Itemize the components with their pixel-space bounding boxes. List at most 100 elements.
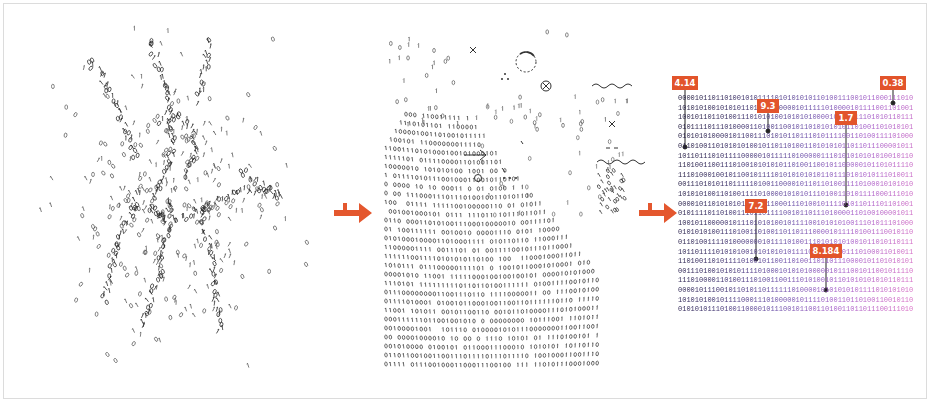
digit-mark (182, 121, 184, 126)
digit-mark (202, 230, 205, 235)
digit-mark (451, 310, 452, 314)
digit-mark (420, 158, 423, 162)
digit-mark (403, 362, 404, 366)
digit-mark (474, 125, 476, 129)
digit-mark (451, 319, 454, 323)
digit-mark (119, 109, 122, 114)
digit-mark (411, 220, 414, 224)
digit-mark (530, 247, 532, 251)
digit-mark (424, 327, 427, 331)
digit-mark (547, 281, 550, 285)
digit-mark (415, 167, 418, 171)
binary-row: 0101111011010011101101111001011011101000… (678, 209, 913, 219)
digit-mark (464, 240, 467, 244)
digit-mark (389, 155, 390, 159)
digit-mark (407, 344, 410, 348)
digit-mark (407, 157, 410, 161)
digit-mark (517, 345, 519, 349)
digit-mark (407, 56, 410, 60)
digit-mark (486, 310, 489, 314)
digit-mark (490, 363, 493, 367)
digit-mark (543, 353, 546, 357)
digit-mark (583, 361, 584, 365)
digit-mark (596, 278, 599, 282)
digit-mark (143, 250, 147, 255)
digit-mark (477, 160, 480, 164)
digit-mark (145, 188, 149, 193)
digit-mark (438, 142, 441, 146)
digit-mark (99, 66, 102, 71)
digit-mark (559, 118, 561, 122)
digit-mark (224, 200, 229, 205)
digit-mark (534, 336, 537, 340)
digit-mark (394, 344, 395, 348)
digit-mark (420, 363, 421, 367)
digit-mark (150, 204, 155, 209)
digit-mark (173, 186, 177, 191)
digit-mark (473, 310, 476, 314)
digit-mark (547, 263, 550, 267)
digit-mark (190, 124, 193, 129)
digit-mark (407, 300, 410, 304)
digit-mark (194, 150, 197, 155)
digit-mark (525, 336, 527, 340)
digit-mark (262, 187, 266, 192)
digit-mark (411, 273, 412, 277)
digit-mark (148, 51, 153, 56)
digit-mark (451, 204, 452, 208)
digit-mark (605, 205, 609, 210)
digit-mark (441, 114, 444, 118)
digit-mark (451, 354, 452, 358)
digit-mark (65, 105, 68, 109)
digit-mark (402, 335, 405, 339)
digit-mark (425, 73, 428, 77)
digit-mark (552, 335, 553, 339)
digit-mark (464, 354, 467, 358)
digit-mark (426, 123, 427, 127)
digit-mark (398, 228, 399, 232)
digit-mark (517, 274, 520, 278)
digit-mark (451, 213, 452, 217)
digit-mark (140, 74, 142, 79)
digit-mark (201, 198, 202, 203)
digit-mark (179, 312, 184, 317)
digit-mark (556, 326, 559, 330)
digit-mark (495, 284, 498, 288)
digit-mark (446, 230, 449, 234)
digit-mark (150, 209, 153, 214)
digit-mark (160, 41, 162, 46)
digit-mark (421, 131, 424, 135)
binary-row: 1001011000001011101010100101111001010101… (678, 219, 913, 229)
digit-mark (451, 151, 454, 155)
digit-mark (184, 175, 187, 180)
digit-mark (429, 283, 430, 287)
digit-mark (619, 179, 623, 184)
digit-mark (565, 289, 566, 293)
digit-mark (504, 222, 507, 226)
digit-mark (415, 309, 418, 313)
digit-mark (103, 93, 106, 98)
digit-mark (504, 257, 507, 261)
digit-mark (394, 299, 395, 303)
digit-mark (548, 344, 549, 348)
digit-mark (212, 307, 215, 312)
digit-mark (77, 236, 80, 241)
digit-mark (224, 196, 229, 201)
digit-mark (508, 204, 511, 208)
digit-mark (561, 326, 562, 330)
digit-mark (192, 206, 196, 211)
digit-mark (481, 275, 484, 279)
digit-mark (569, 280, 572, 284)
digit-mark (499, 363, 501, 367)
digit-mark (468, 319, 470, 323)
digit-mark (407, 219, 410, 223)
digit-mark (490, 345, 492, 349)
digit-mark (169, 208, 174, 213)
digit-mark (600, 180, 603, 184)
digit-mark (153, 205, 158, 210)
digit-mark (534, 282, 537, 286)
digit-mark (219, 308, 222, 313)
digit-mark (490, 195, 493, 199)
digit-mark (530, 202, 533, 206)
digit-mark (530, 220, 532, 224)
